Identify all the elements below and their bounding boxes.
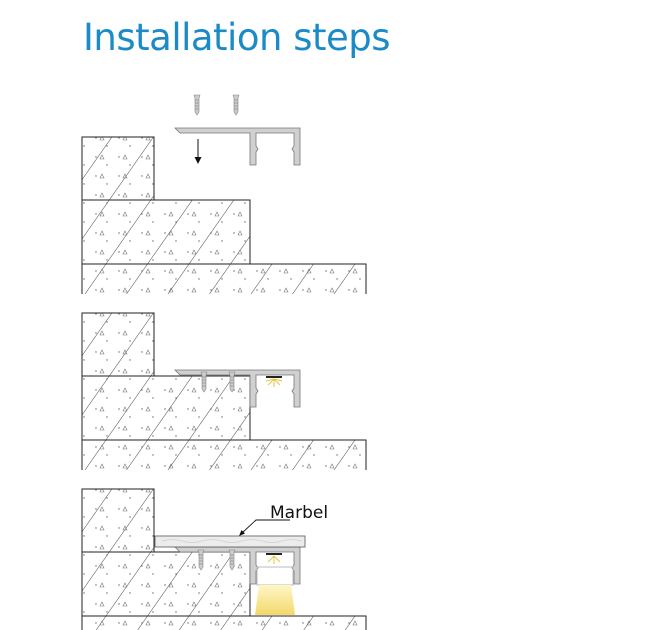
- step-2-profile-mounted: [81, 312, 367, 471]
- screw-icon: [200, 371, 208, 393]
- marble-label: Marbel: [270, 503, 328, 523]
- screw-icon: [232, 94, 240, 116]
- led-strip-icon: [265, 376, 283, 387]
- concrete-steps: [81, 136, 367, 295]
- light-beam: [255, 585, 295, 615]
- aluminium-profile: [174, 127, 301, 166]
- screw-icon: [197, 549, 205, 571]
- screw-icon: [228, 549, 236, 571]
- page-title: Installation steps: [83, 16, 391, 59]
- step-1-position-profile: [81, 94, 367, 295]
- screw-icon: [193, 94, 201, 116]
- arrow-down-icon: [194, 139, 202, 164]
- led-strip-icon: [266, 553, 282, 564]
- concrete-steps: [81, 312, 367, 471]
- marble-leader-line: [239, 519, 290, 536]
- screw-icon: [228, 371, 236, 393]
- step-3-marble-installed: [81, 488, 367, 630]
- marble-slab: [154, 535, 306, 548]
